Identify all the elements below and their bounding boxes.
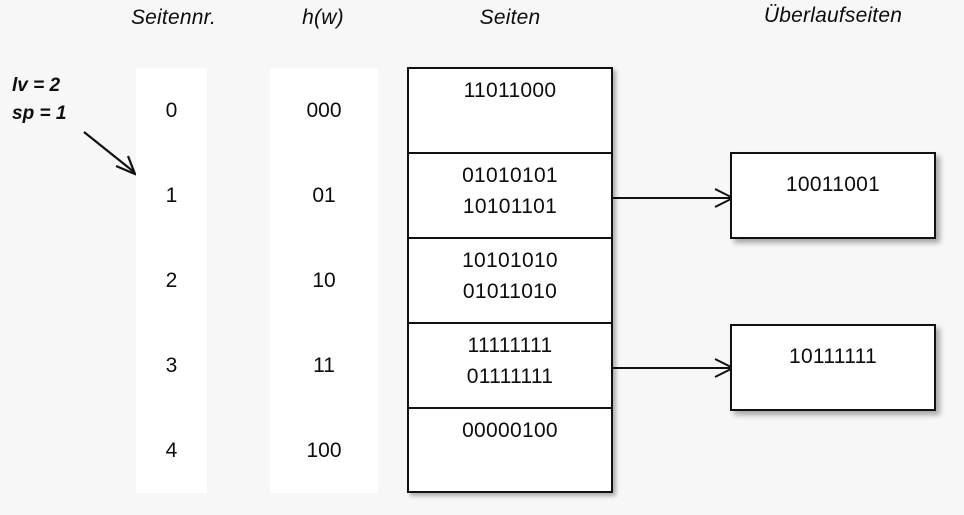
split-pointer-value: sp = 1: [12, 103, 67, 124]
overflow-record: 10111111: [788, 345, 878, 368]
arrow-right-icon: [611, 188, 735, 208]
page-number-cell: 4: [165, 438, 178, 462]
page-record: 11111111: [467, 334, 553, 357]
page-record: 01111111: [466, 365, 554, 388]
page-bucket-row: 11111111 01111111: [409, 324, 611, 409]
hash-value-cell: 000: [306, 98, 342, 122]
hash-value-cell: 100: [306, 438, 342, 462]
hash-value-cell: 10: [312, 268, 336, 292]
page-record: 11011000: [463, 79, 557, 102]
pages-table: 11011000 01010101 10101101 10101010 0101…: [407, 67, 613, 493]
page-record: 10101010: [462, 249, 558, 272]
hash-value-cell: 01: [312, 183, 336, 207]
page-bucket-row: 01010101 10101101: [409, 154, 611, 239]
page-number-column: 0 1 2 3 4: [136, 68, 207, 493]
overflow-record: 10011001: [785, 173, 881, 196]
level-value: lv = 2: [12, 75, 61, 96]
overflow-page: 10111111: [730, 324, 936, 411]
column-header-hw: h(w): [302, 6, 344, 29]
page-number-cell: 1: [165, 183, 178, 207]
page-bucket-row: 10101010 01011010: [409, 239, 611, 324]
hash-value-column: 000 01 10 11 100: [270, 68, 378, 493]
column-header-seiten: Seiten: [479, 6, 541, 29]
page-record: 10101101: [462, 195, 558, 218]
hash-value-cell: 11: [313, 353, 335, 377]
page-number-cell: 0: [165, 98, 178, 122]
arrow-right-icon: [611, 358, 735, 378]
overflow-page: 10011001: [730, 152, 936, 239]
page-record: 01011010: [462, 280, 558, 303]
page-record: 00000100: [462, 419, 558, 442]
column-header-ueberlaufseiten: Überlaufseiten: [763, 4, 903, 27]
page-bucket-row: 11011000: [409, 69, 611, 154]
page-record: 01010101: [462, 164, 558, 187]
page-number-cell: 2: [165, 268, 178, 292]
column-header-seitennr: Seitennr.: [130, 6, 217, 29]
page-number-cell: 3: [165, 353, 178, 377]
page-bucket-row: 00000100: [409, 409, 611, 494]
level-split-annotation: lv = 2 sp = 1: [12, 72, 122, 128]
